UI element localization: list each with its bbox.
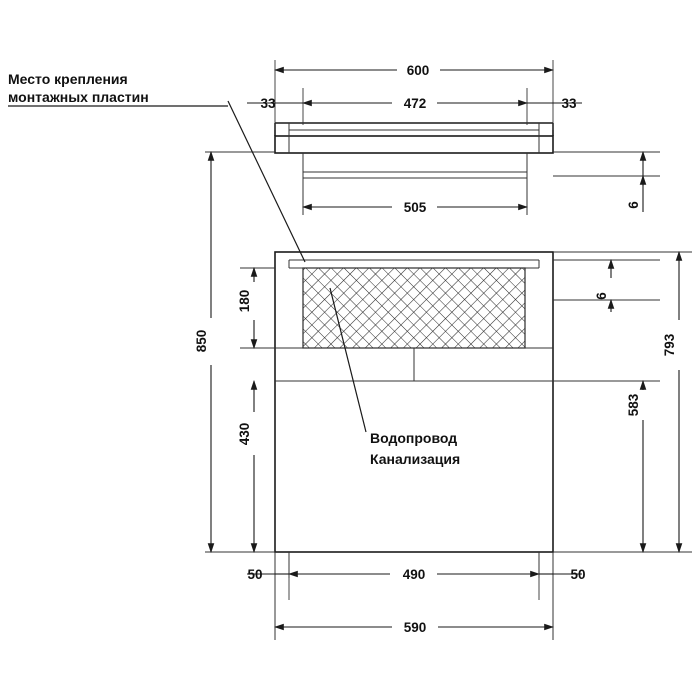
annotation-water-supply-line1: Водопровод [370,430,457,446]
dim-right-height-mid: 583 [626,393,641,416]
dim-top-inner: 472 [404,96,427,111]
hatched-panel [302,267,526,349]
dim-bottom-center: 490 [403,567,426,582]
annotation-water-supply: Водопровод Канализация [370,430,460,467]
annotation-water-supply-line2: Канализация [370,451,460,467]
annotation-mount-plates-line1: Место крепления [8,71,128,87]
dim-left-height-upper: 180 [237,290,252,313]
dim-top-total: 600 [407,63,430,78]
annotation-mount-plates-line2: монтажных пластин [8,89,149,105]
dim-right-small-top: 6 [626,201,641,209]
dim-left-height-total: 850 [194,330,209,353]
dim-right-small-mid: 6 [594,292,609,300]
dim-bottom-right-offset: 50 [570,567,585,582]
dim-mid-width: 505 [404,200,427,215]
dim-left-height-lower: 430 [237,423,252,446]
dim-top-right-offset: 33 [561,96,577,111]
dim-right-height-total: 793 [662,333,677,356]
extension-lines [205,60,692,640]
dimension-lines [207,66,683,631]
dimension-labels: 600 472 33 33 505 6 6 793 583 850 180 43… [194,63,677,635]
annotation-mount-plates: Место крепления монтажных пластин [8,71,228,107]
dim-bottom-left-offset: 50 [247,567,262,582]
dim-top-left-offset: 33 [260,96,276,111]
leader-lines [227,100,367,433]
dim-bottom-total: 590 [404,620,427,635]
